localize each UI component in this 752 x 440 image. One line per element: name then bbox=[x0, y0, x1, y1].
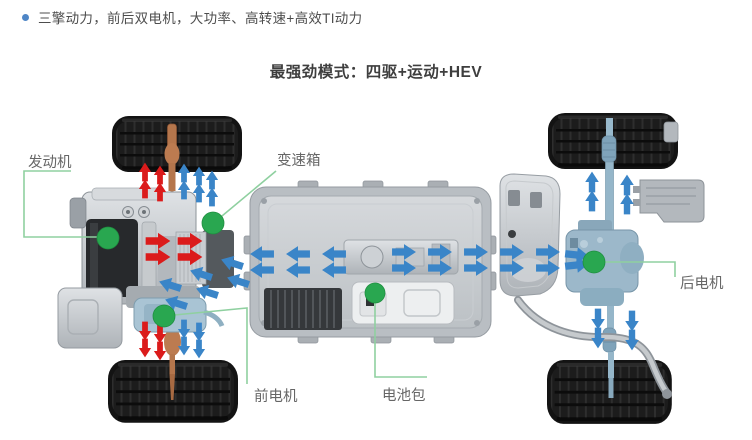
gearbox-marker-dot bbox=[201, 211, 225, 235]
battery-marker-dot bbox=[364, 282, 386, 304]
rear-motor-marker-dot bbox=[582, 250, 606, 274]
battery-callout: 电池包 bbox=[364, 282, 427, 404]
gearbox-callout: 变速箱 bbox=[201, 152, 321, 235]
feature-bullet-text: 三擎动力，前后双电机，大功率、高转速+高效TI动力 bbox=[38, 11, 363, 26]
battery-pack bbox=[243, 180, 497, 344]
engine-assembly bbox=[69, 187, 200, 308]
inverter-box bbox=[57, 287, 123, 349]
battery-module-ribs bbox=[264, 288, 342, 330]
front-motor-label: 前电机 bbox=[254, 388, 298, 405]
rear-motor bbox=[565, 220, 644, 306]
front-motor-marker-dot bbox=[152, 304, 176, 328]
bullet-point-icon bbox=[22, 13, 29, 21]
rear-ecu-box bbox=[633, 179, 705, 223]
front-left-wheel bbox=[112, 116, 242, 172]
engine-marker-dot bbox=[96, 226, 120, 250]
wheel-sensor-bracket bbox=[663, 121, 679, 143]
engine-callout: 发动机 bbox=[23, 154, 120, 250]
rear-motor-callout: 后电机 bbox=[582, 250, 724, 292]
gearbox-label: 变速箱 bbox=[277, 152, 321, 169]
exhaust-tip bbox=[662, 389, 672, 399]
front-motor-callout: 前电机 bbox=[152, 304, 298, 405]
feature-bullet-row: 三擎动力，前后双电机，大功率、高转速+高效TI动力 bbox=[22, 7, 362, 27]
rear-motor-label: 后电机 bbox=[680, 275, 724, 292]
fuel-tank bbox=[499, 173, 561, 297]
page-title: 最强劲模式：四驱+运动+HEV bbox=[269, 64, 483, 81]
engine-label: 发动机 bbox=[28, 154, 72, 171]
battery-label: 电池包 bbox=[382, 387, 426, 404]
